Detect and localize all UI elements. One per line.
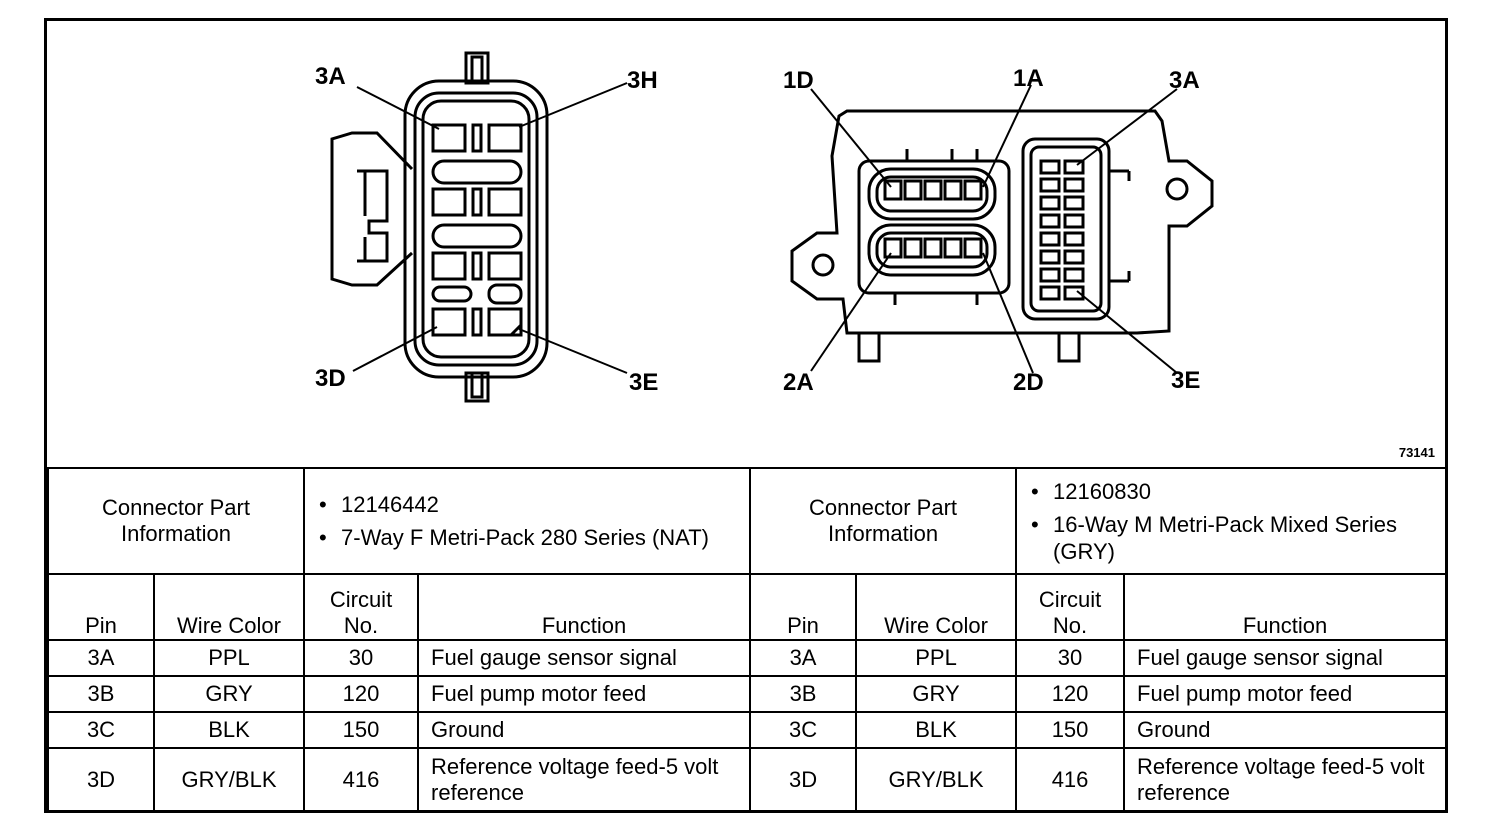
wire-color-cell: GRY/BLK [152,747,306,812]
circuit-cell: 150 [303,711,420,749]
wire-color-cell: GRY [855,675,1018,713]
circuit-cell: 416 [303,747,420,812]
function-cell: Reference voltage feed-5 volt reference [1123,747,1448,812]
wire-color-cell: PPL [152,639,306,677]
wire-color-cell: BLK [152,711,306,749]
right-pin-label-2a: 2A [783,369,814,396]
wire-color-cell: GRY/BLK [855,747,1018,812]
function-cell: Reference voltage feed-5 volt reference [417,747,752,812]
connector-drawings [330,51,1214,403]
connector-info-row: Connector Part Information 12146442 7-Wa… [46,467,1448,575]
right-info-label: Connector Part Information [809,495,958,546]
wire-color-cell: PPL [855,639,1018,677]
right-pin-label-2d: 2D [1013,369,1044,396]
left-connector-type: 7-Way F Metri-Pack 280 Series (NAT) [319,524,743,551]
pin-cell: 3C [47,711,155,749]
left-part-number: 12146442 [319,491,743,518]
wire-color-cell: BLK [855,711,1018,749]
circuit-cell: 150 [1015,711,1126,749]
circuit-cell: 416 [1015,747,1126,812]
col-wire-color-right: Wire Color [855,573,1018,641]
table-row: 3B GRY 120 Fuel pump motor feed 3B GRY 1… [47,675,1448,713]
left-pin-label-3a: 3A [315,63,346,90]
pin-cell: 3A [749,639,858,677]
col-pin-left: Pin [47,573,155,641]
function-cell: Fuel pump motor feed [1123,675,1448,713]
connector-figure-frame: 3A 3H 3D 3E 1D 1A 3A 2A 2D 3E 73141 Conn… [44,18,1448,813]
function-cell: Ground [417,711,752,749]
function-cell: Fuel gauge sensor signal [1123,639,1448,677]
col-pin-right: Pin [749,573,858,641]
left-pin-label-3e: 3E [629,369,659,396]
right-connector-type: 16-Way M Metri-Pack Mixed Series (GRY) [1031,511,1439,565]
connector-diagram-area: 3A 3H 3D 3E 1D 1A 3A 2A 2D 3E 73141 [47,21,1445,467]
col-wire-color-left: Wire Color [152,573,306,641]
right-pin-label-1a: 1A [1013,65,1044,92]
left-info-label: Connector Part Information [102,495,250,546]
right-info-items-cell: 12160830 16-Way M Metri-Pack Mixed Serie… [1015,467,1448,575]
col-circuit-right: Circuit No. [1015,573,1126,641]
right-connector-drawing [790,109,1214,363]
pinout-table: Connector Part Information 12146442 7-Wa… [46,467,1448,812]
pin-cell: 3B [47,675,155,713]
function-cell: Fuel pump motor feed [417,675,752,713]
col-function-left: Function [417,573,752,641]
right-part-number: 12160830 [1031,478,1439,505]
wire-color-cell: GRY [152,675,306,713]
left-pin-label-3d: 3D [315,365,346,392]
column-header-row: Pin Wire Color Circuit No. Function Pin … [47,573,1448,641]
pin-cell: 3A [47,639,155,677]
table-row: 3D GRY/BLK 416 Reference voltage feed-5 … [47,747,1448,812]
right-info-label-cell: Connector Part Information [749,467,1018,575]
pin-cell: 3D [47,747,155,812]
col-function-right: Function [1123,573,1448,641]
table-row: 3C BLK 150 Ground 3C BLK 150 Ground [47,711,1448,749]
right-pin-label-3e: 3E [1171,367,1201,394]
figure-number: 73141 [1398,445,1435,460]
right-pin-label-3a: 3A [1169,67,1200,94]
left-info-label-cell: Connector Part Information [46,467,306,575]
left-info-items-cell: 12146442 7-Way F Metri-Pack 280 Series (… [303,467,752,575]
pin-cell: 3D [749,747,858,812]
circuit-cell: 120 [1015,675,1126,713]
left-pin-label-3h: 3H [627,67,658,94]
table-row: 3A PPL 30 Fuel gauge sensor signal 3A PP… [47,639,1448,677]
col-circuit-left: Circuit No. [303,573,420,641]
right-pin-label-1d: 1D [783,67,814,94]
function-cell: Fuel gauge sensor signal [417,639,752,677]
circuit-cell: 30 [1015,639,1126,677]
pin-cell: 3C [749,711,858,749]
pin-cell: 3B [749,675,858,713]
function-cell: Ground [1123,711,1448,749]
circuit-cell: 120 [303,675,420,713]
circuit-cell: 30 [303,639,420,677]
left-connector-drawing [330,51,549,403]
